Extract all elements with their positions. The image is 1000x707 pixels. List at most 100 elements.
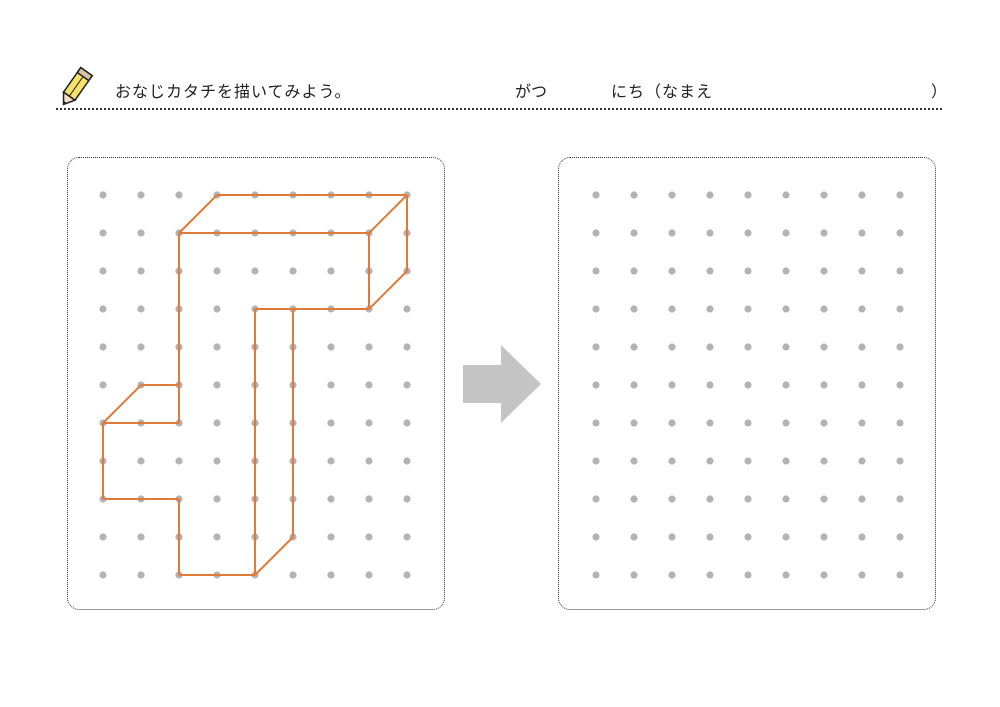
grid-dot: [403, 533, 411, 541]
month-label: がつ: [515, 82, 548, 101]
grid-dot: [820, 419, 828, 427]
grid-dot: [858, 457, 866, 465]
drawing-panel[interactable]: [558, 157, 936, 610]
grid-dot: [668, 343, 676, 351]
grid-dot: [782, 229, 790, 237]
grid-dot: [706, 457, 714, 465]
grid-dot: [289, 267, 297, 275]
grid-dot: [668, 191, 676, 199]
grid-dot: [137, 267, 145, 275]
grid-dot: [706, 305, 714, 313]
grid-dot: [213, 267, 221, 275]
grid-dot: [403, 495, 411, 503]
grid-dot: [327, 457, 335, 465]
name-close-paren: ）: [931, 82, 948, 101]
grid-dot: [858, 305, 866, 313]
grid-dot: [896, 495, 904, 503]
grid-dot: [365, 381, 373, 389]
grid-dot: [744, 229, 752, 237]
grid-dot: [403, 571, 411, 579]
worksheet-title: おなじカタチを描いてみよう。: [115, 82, 352, 101]
grid-dot: [592, 571, 600, 579]
grid-dot: [820, 191, 828, 199]
grid-dot: [592, 381, 600, 389]
grid-dot: [289, 571, 297, 579]
grid-dot: [744, 495, 752, 503]
grid-dot: [137, 229, 145, 237]
grid-dot: [137, 533, 145, 541]
grid-dot: [327, 571, 335, 579]
pencil-icon: [62, 66, 94, 106]
grid-dot: [858, 343, 866, 351]
grid-dot: [858, 381, 866, 389]
grid-dot: [896, 191, 904, 199]
grid-dot: [403, 343, 411, 351]
grid-dot: [744, 381, 752, 389]
day-name-label: にち（なまえ: [611, 82, 714, 101]
grid-dot: [403, 381, 411, 389]
grid-dot: [896, 229, 904, 237]
grid-dot: [820, 305, 828, 313]
grid-dot: [668, 381, 676, 389]
grid-dot: [213, 495, 221, 503]
grid-dot: [99, 267, 107, 275]
grid-dot: [858, 267, 866, 275]
grid-dot: [137, 343, 145, 351]
shape-edge: [178, 194, 218, 234]
grid-dot: [706, 191, 714, 199]
grid-dot: [858, 495, 866, 503]
grid-dot: [327, 419, 335, 427]
shape-edge: [102, 384, 142, 424]
grid-dot: [668, 495, 676, 503]
grid-dot: [706, 419, 714, 427]
drawing-dot-grid: [592, 191, 904, 579]
grid-dot: [630, 571, 638, 579]
grid-dot: [782, 571, 790, 579]
grid-dot: [592, 419, 600, 427]
grid-dot: [744, 305, 752, 313]
grid-dot: [630, 267, 638, 275]
grid-dot: [820, 381, 828, 389]
grid-dot: [896, 457, 904, 465]
grid-dot: [327, 381, 335, 389]
shape-edge: [368, 194, 408, 234]
grid-dot: [668, 571, 676, 579]
grid-dot: [99, 229, 107, 237]
grid-dot: [175, 457, 183, 465]
grid-dot: [99, 191, 107, 199]
grid-dot: [630, 229, 638, 237]
grid-dot: [213, 533, 221, 541]
grid-dot: [782, 457, 790, 465]
grid-dot: [592, 533, 600, 541]
grid-dot: [896, 571, 904, 579]
grid-dot: [706, 343, 714, 351]
grid-dot: [99, 381, 107, 389]
grid-dot: [706, 381, 714, 389]
grid-dot: [365, 533, 373, 541]
grid-dot: [630, 381, 638, 389]
grid-dot: [630, 419, 638, 427]
grid-dot: [744, 419, 752, 427]
grid-dot: [668, 419, 676, 427]
grid-dot: [896, 267, 904, 275]
grid-dot: [365, 343, 373, 351]
grid-dot: [365, 419, 373, 427]
grid-dot: [137, 305, 145, 313]
grid-dot: [630, 191, 638, 199]
grid-dot: [668, 267, 676, 275]
grid-dot: [896, 419, 904, 427]
grid-dot: [820, 267, 828, 275]
grid-dot: [896, 305, 904, 313]
grid-dot: [820, 533, 828, 541]
grid-dot: [213, 457, 221, 465]
grid-dot: [668, 457, 676, 465]
shape-edge: [254, 536, 294, 576]
grid-dot: [403, 457, 411, 465]
grid-dot: [137, 457, 145, 465]
grid-dot: [327, 533, 335, 541]
header-dotted-rule: [56, 108, 942, 110]
worksheet-header: おなじカタチを描いてみよう。 がつ にち（なまえ ）: [55, 66, 947, 110]
grid-dot: [668, 305, 676, 313]
grid-dot: [630, 457, 638, 465]
